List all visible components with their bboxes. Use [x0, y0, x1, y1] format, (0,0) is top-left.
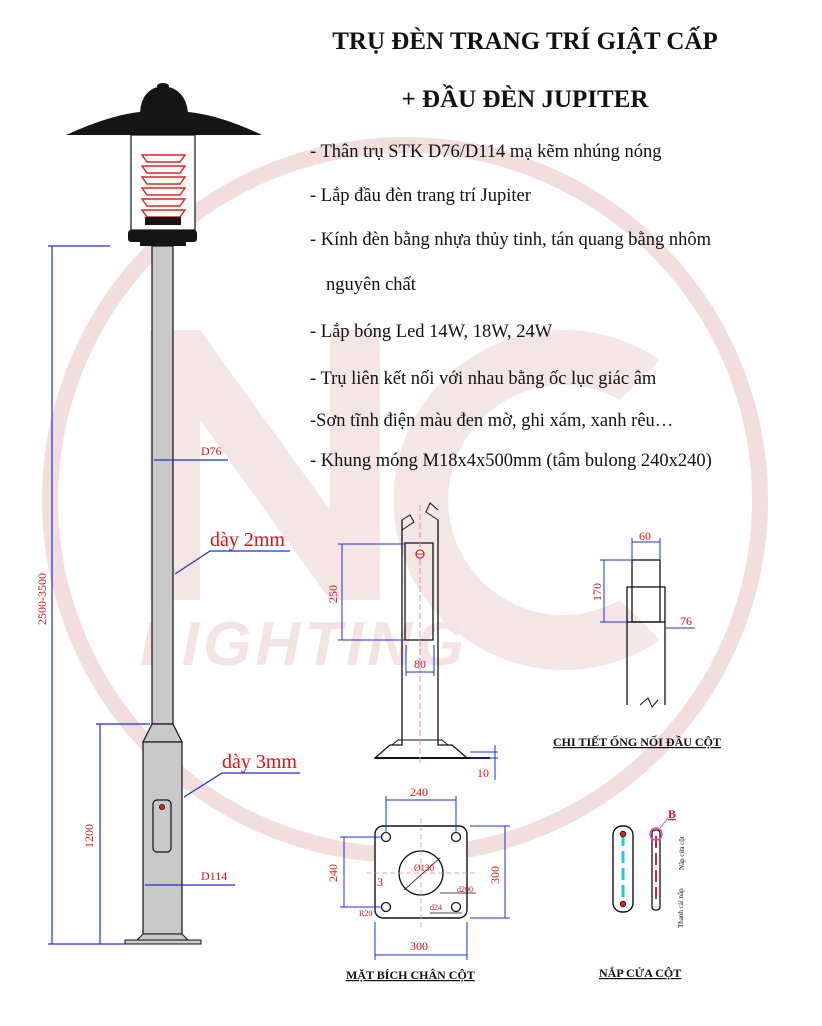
spec-item: -Sơn tĩnh điện màu đen mờ, ghi xám, xanh…: [310, 411, 674, 431]
lamp-louvers: [140, 154, 187, 218]
connector-top-dim: 60: [639, 529, 651, 543]
base-height-dim: 250: [326, 585, 340, 603]
upper-diameter-label: D76: [201, 444, 222, 458]
pole-door: [152, 799, 172, 853]
flange-plate-width: 300: [410, 939, 428, 953]
spec-item: nguyên chất: [326, 275, 416, 295]
flange-hole-d: d200: [457, 885, 473, 894]
spec-item: - Khung móng M18x4x500mm (tâm bulong 240…: [310, 451, 712, 471]
door-marker: B: [668, 807, 676, 821]
spec-item: - Thân trụ STK D76/D114 mạ kẽm nhúng nón…: [310, 142, 662, 162]
title-line-2: + ĐẦU ĐÈN JUPITER: [401, 86, 649, 113]
flange-bolt-height: 240: [326, 864, 340, 882]
title-line-1: TRỤ ĐÈN TRANG TRÍ GIẬT CẤP: [332, 28, 718, 55]
watermark-text: LIGHTING: [140, 610, 468, 679]
base-width-dim: 80: [414, 657, 426, 671]
connector-detail: [626, 559, 666, 708]
flange-detail: [366, 818, 476, 928]
door-bar-label: Thanh cài nắp: [677, 888, 685, 928]
flange-small-hole: d24: [430, 903, 442, 912]
flange-plate-height: 300: [488, 866, 502, 884]
door-detail: [612, 817, 669, 913]
flange-bolt-width: 240: [410, 785, 428, 799]
flange-center-hole: Ø130: [414, 863, 434, 873]
spec-item: - Kính đèn bằng nhựa thủy tinh, tán quan…: [310, 230, 712, 250]
connector-outer-dim: 76: [680, 614, 692, 628]
lamp-collar: [128, 230, 197, 242]
door-cover-label: Nắp cửa cột: [678, 836, 686, 870]
lower-diameter-label: D114: [201, 869, 227, 883]
base-side-detail: [373, 502, 490, 759]
upper-thickness-label: dày 2mm: [210, 529, 285, 551]
upper-pole: [151, 245, 174, 725]
flange-thickness: 3: [377, 875, 383, 889]
pole-base: [135, 933, 190, 941]
lamp-canopy: [66, 86, 262, 135]
pole-drawing: [66, 83, 262, 945]
lamp-finial: [157, 83, 169, 89]
door-caption: NẮP CỬA CỘT: [599, 965, 681, 980]
base-plate-dim: 10: [477, 766, 489, 780]
spec-item: - Lắp bóng Led 14W, 18W, 24W: [310, 322, 553, 342]
pole-transition: [142, 723, 183, 743]
spec-item: - Trụ liên kết nối với nhau bằng ốc lục …: [310, 369, 657, 389]
spec-item: - Lắp đầu đèn trang trí Jupiter: [310, 186, 531, 206]
flange-corner-radius: R20: [359, 909, 372, 918]
lower-thickness-label: dày 3mm: [222, 751, 297, 773]
base-plate: [124, 939, 202, 945]
pole-height-label: 2500-3500: [35, 573, 49, 625]
connector-height-dim: 170: [590, 583, 604, 601]
flange-caption: MẶT BÍCH CHÂN CỘT: [346, 968, 475, 982]
connector-caption: CHI TIẾT ỐNG NỐI ĐẦU CỘT: [553, 734, 721, 749]
base-height-label: 1200: [82, 824, 96, 848]
